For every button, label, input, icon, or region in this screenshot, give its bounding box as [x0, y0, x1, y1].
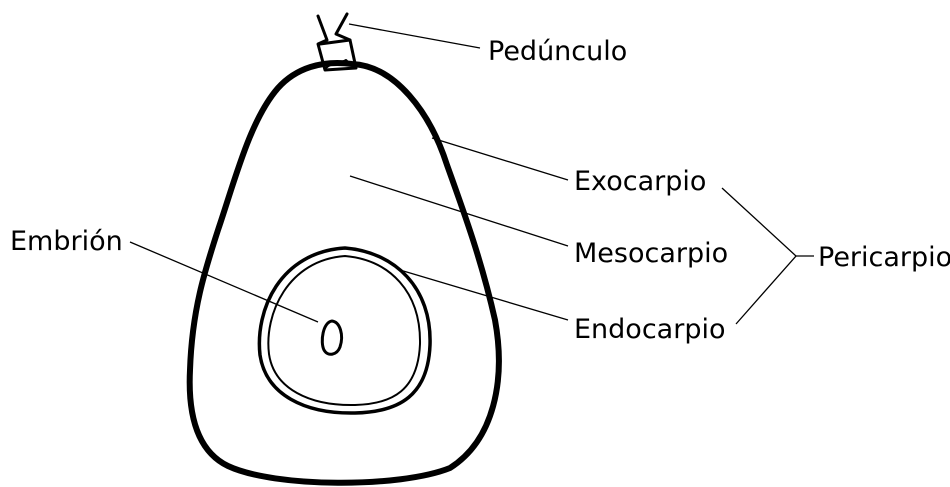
mesocarp-label: Mesocarpio [574, 238, 728, 269]
exocarp-label: Exocarpio [574, 166, 706, 197]
embryo-label: Embrión [10, 226, 123, 257]
peduncle-leader [349, 24, 480, 48]
peduncle-label: Pedúnculo [488, 36, 627, 67]
exocarp-outline [190, 63, 499, 483]
pericarp-label: Pericarpio [818, 242, 950, 273]
endocarp-inner-outline [268, 256, 420, 405]
mesocarp-leader [350, 176, 568, 246]
pericarp-bracket [722, 188, 796, 324]
leader-lines [130, 24, 814, 324]
endocarp-label: Endocarpio [574, 314, 725, 345]
embryo-shape [322, 321, 341, 354]
